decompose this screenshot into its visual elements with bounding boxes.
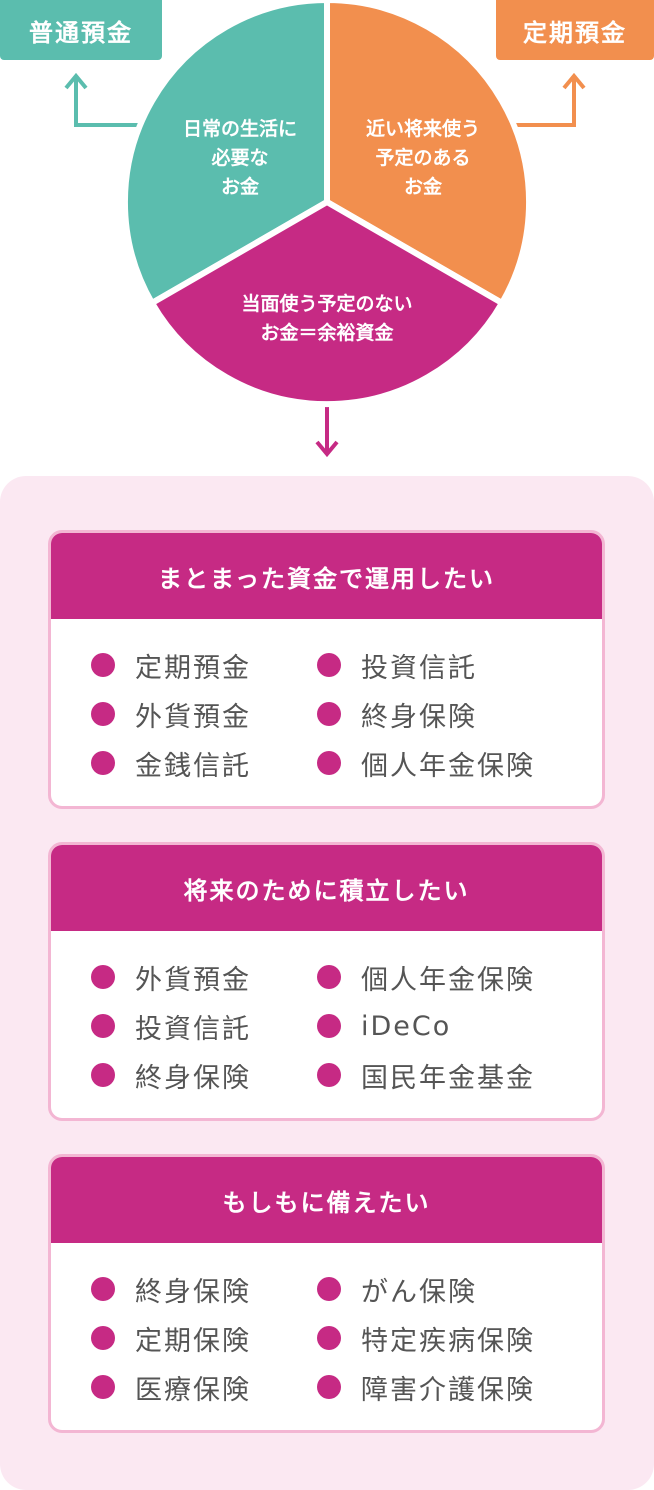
pie-slice-surplus [149,199,505,408]
bullet-icon [317,1375,341,1399]
arrowhead-right [562,72,586,90]
bullet-icon [91,702,115,726]
list-item: 外貨預金 [91,957,251,997]
bullet-icon [317,965,341,989]
card-title: まとまった資金で運用したい [51,533,602,619]
list-item: 障害介護保険 [317,1367,535,1407]
pie-label-surplus: 当面使う予定のない お金＝余裕資金 [241,293,413,344]
list-item: 個人年金保険 [317,743,535,783]
connector-right [512,78,576,127]
list-item: 個人年金保険 [317,957,535,997]
list-item: 外貨預金 [91,694,251,734]
list-item: 金銭信託 [91,743,251,783]
arrowhead-down [315,440,339,458]
bullet-icon [91,653,115,677]
list-item: 終身保険 [91,1269,251,1309]
bullet-icon [317,751,341,775]
bullet-icon [317,702,341,726]
list-item: iDeCo [317,1006,451,1046]
list-item: 医療保険 [91,1367,251,1407]
pie-diagram [64,0,586,458]
tag-time-deposit: 定期預金 [496,0,654,60]
bullet-icon [317,1277,341,1301]
pie-label-daily: 日常の生活に 必要な お金 [182,118,297,198]
list-item: 定期保険 [91,1318,251,1358]
card-title: もしもに備えたい [51,1157,602,1243]
list-item: がん保険 [317,1269,477,1309]
list-item: 投資信託 [91,1006,251,1046]
list-item: 国民年金基金 [317,1055,535,1095]
bullet-icon [91,1063,115,1087]
list-item: 特定疾病保険 [317,1318,535,1358]
list-item: 投資信託 [317,645,477,685]
list-item: 定期預金 [91,645,251,685]
card-title: 将来のために積立したい [51,845,602,931]
list-item: 終身保険 [91,1055,251,1095]
bullet-icon [317,1326,341,1350]
connector-left [74,78,138,127]
bullet-icon [317,1063,341,1087]
card-protection: もしもに備えたい 終身保険 定期保険 医療保険 がん保険 特定疾病保険 障害介護… [48,1154,605,1433]
bullet-icon [91,1326,115,1350]
bullet-icon [91,751,115,775]
tag-ordinary-deposit: 普通預金 [0,0,162,60]
bullet-icon [91,1375,115,1399]
list-item: 終身保険 [317,694,477,734]
pie-slice-daily [121,0,330,306]
bullet-icon [91,1014,115,1038]
arrowhead-left [64,72,88,90]
bullet-icon [317,1014,341,1038]
pie-slice-nearfuture [324,0,533,306]
bullet-icon [317,653,341,677]
card-lump-sum: まとまった資金で運用したい 定期預金 外貨預金 金銭信託 投資信託 終身保険 個… [48,530,605,809]
card-savings: 将来のために積立したい 外貨預金 投資信託 終身保険 個人年金保険 iDeCo … [48,842,605,1121]
bullet-icon [91,965,115,989]
bullet-icon [91,1277,115,1301]
pie-label-nearfuture: 近い将来使う 予定のある お金 [365,118,480,198]
